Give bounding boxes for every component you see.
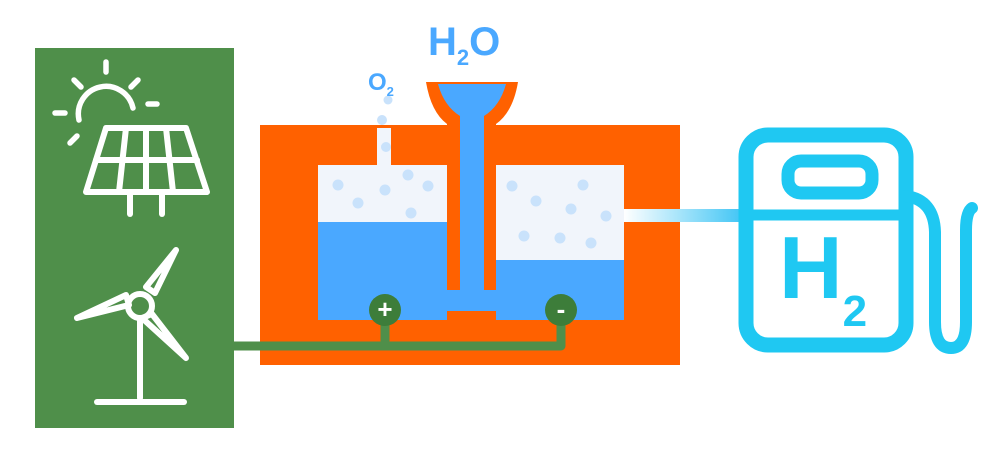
hydrogen-formula: H bbox=[779, 218, 843, 317]
oxygen-formula: O bbox=[368, 69, 387, 96]
water-channel bbox=[447, 290, 496, 311]
anode-electrode: + bbox=[369, 294, 401, 326]
water-formula: H bbox=[428, 20, 457, 64]
renewable-power-panel bbox=[35, 48, 234, 428]
anode-sign: + bbox=[377, 294, 392, 324]
hydrogen-label: H2 bbox=[779, 218, 867, 336]
oxygen-label: O2 bbox=[368, 69, 394, 99]
cathode-electrode: - bbox=[545, 294, 577, 326]
water-label: H2O bbox=[428, 20, 500, 70]
wind-turbine-icon bbox=[74, 247, 189, 405]
sun-icon bbox=[52, 59, 160, 146]
cathode-sign: - bbox=[557, 294, 566, 324]
panel-background bbox=[35, 48, 234, 428]
water-subscript: 2 bbox=[457, 45, 469, 70]
hydrogen-subscript: 2 bbox=[843, 287, 867, 336]
electrolyzer bbox=[260, 82, 680, 365]
hydrogen-pump-icon: H2 bbox=[738, 127, 978, 354]
solar-panel-icon bbox=[83, 125, 210, 217]
gas-bubbles bbox=[332, 95, 612, 249]
hydrogen-pipe bbox=[624, 209, 741, 222]
water-oxygen: O bbox=[469, 20, 500, 64]
oxygen-subscript: 2 bbox=[387, 84, 394, 99]
water-inlet bbox=[438, 84, 506, 290]
